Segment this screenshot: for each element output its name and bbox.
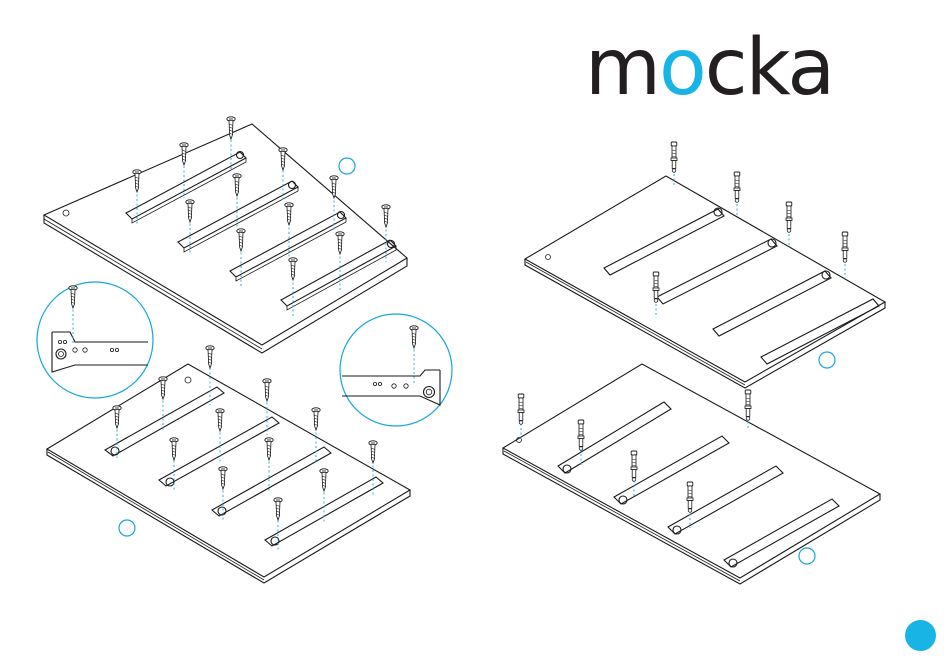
screw-icon xyxy=(170,438,178,460)
page-marker-dot xyxy=(905,620,936,651)
screw-icon xyxy=(237,229,245,251)
panel-top-right xyxy=(525,142,885,388)
screw-icon xyxy=(227,117,235,139)
rail-4 xyxy=(761,299,879,364)
screw-icon xyxy=(180,143,188,165)
rail-4 xyxy=(724,499,839,567)
cam-bolt-icon xyxy=(745,390,751,420)
cam-bolt-icon xyxy=(671,142,677,172)
screw-icon xyxy=(320,469,328,491)
cam-bolt-icon xyxy=(631,451,637,481)
cam-bolt-icon xyxy=(786,202,792,232)
step-marker xyxy=(339,158,355,174)
screw-icon xyxy=(369,441,377,463)
panel-bottom-right xyxy=(503,364,880,584)
cam-bolt-icon xyxy=(842,232,848,262)
screw-icon xyxy=(263,379,271,401)
screw-icon xyxy=(382,205,390,227)
cam-bolt-icon xyxy=(734,172,740,202)
screw-icon xyxy=(186,200,194,222)
rail-1 xyxy=(105,387,224,456)
screw-icon xyxy=(285,203,293,225)
screw-icon xyxy=(336,232,344,254)
rail-1 xyxy=(604,208,724,275)
step-marker xyxy=(819,352,835,368)
screw-icon xyxy=(265,438,273,460)
screw-icon xyxy=(113,406,121,428)
cam-bolt-icon xyxy=(518,394,524,424)
rail-2 xyxy=(657,239,777,304)
step-marker xyxy=(799,548,815,564)
screw-icon xyxy=(159,377,167,399)
screw-icon xyxy=(279,148,287,170)
screw-guides xyxy=(117,368,373,550)
rail-3 xyxy=(713,271,831,336)
cam-bolt-icon xyxy=(653,272,659,302)
step-marker xyxy=(119,520,135,536)
detail-left xyxy=(37,282,153,398)
detail-right xyxy=(340,314,452,426)
screw-icon xyxy=(289,258,297,280)
cam-bolt-icon xyxy=(578,420,584,450)
screw-icon xyxy=(216,409,224,431)
screw-icon xyxy=(312,408,320,430)
rail-1 xyxy=(126,152,246,224)
rail-3 xyxy=(668,466,783,534)
screw-icon xyxy=(274,498,282,520)
bolt-guides xyxy=(656,165,845,318)
cam-bolt-icon xyxy=(687,482,693,512)
rail-1 xyxy=(558,402,671,473)
rail-2 xyxy=(614,436,729,504)
screw-icon xyxy=(233,174,241,196)
screw-icon xyxy=(133,170,141,192)
rail-3 xyxy=(212,447,331,516)
screw-icon xyxy=(330,176,338,198)
screw-icon xyxy=(219,467,227,489)
screw-icon xyxy=(206,346,214,368)
